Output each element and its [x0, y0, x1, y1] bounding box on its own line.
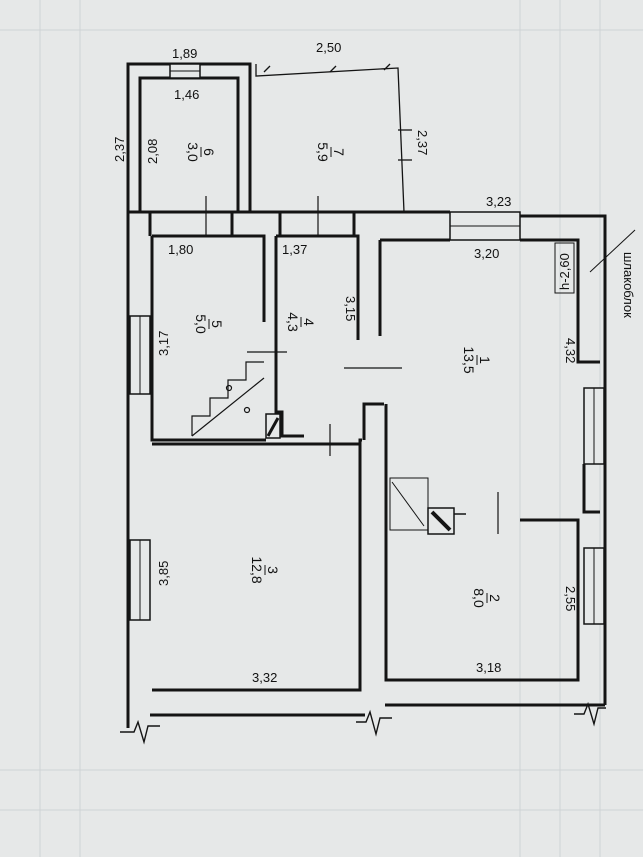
room-5-walls: [152, 234, 266, 322]
dim-3-85: 3,85: [156, 561, 171, 586]
room-label-3: 312,8: [249, 556, 281, 583]
side-note: шлакоблок: [621, 252, 636, 318]
room-label-5: 55,0: [193, 314, 225, 334]
dim-2-55: 2,55: [563, 586, 578, 611]
room-5-bottom: [150, 236, 266, 442]
room-label-6: 63,0: [185, 142, 217, 162]
room-area: 12,8: [249, 556, 265, 583]
dim-1-89: 1,89: [172, 46, 197, 61]
dim-1-37: 1,37: [282, 242, 307, 257]
dim-2-08: 2,08: [145, 139, 160, 164]
dim-2-37-left: 2,37: [112, 137, 127, 162]
dim-3-23: 3,23: [486, 194, 511, 209]
room-area: 5,0: [193, 314, 209, 334]
room-number: 2: [487, 594, 503, 602]
dim-1-46: 1,46: [174, 87, 199, 102]
room-1-left-lower: [362, 402, 384, 440]
dim-3-20: 3,20: [474, 246, 499, 261]
dim-3-17: 3,17: [156, 331, 171, 356]
room-number: 5: [209, 320, 225, 328]
room-area: 13,5: [461, 346, 477, 373]
walls: [126, 62, 607, 728]
stove-large: [389, 477, 429, 531]
stoves: [265, 413, 466, 535]
dim-3-18: 3,18: [476, 660, 501, 675]
room-label-7: 75,9: [315, 142, 347, 162]
dim-1-80: 1,80: [168, 242, 193, 257]
terrace-boundary: [255, 63, 412, 213]
room-label-4: 44,3: [285, 312, 317, 332]
dim-2-50: 2,50: [316, 40, 341, 55]
room-labels: 113,5 28,0 312,8 44,3 55,0 63,0 75,9: [185, 142, 503, 608]
room-1-bottom: [384, 404, 580, 682]
dim-4-32: 4,32: [563, 338, 578, 363]
room-number: 3: [265, 566, 281, 574]
room-4-walls: [276, 234, 360, 340]
door-marks: [205, 196, 499, 534]
outer-wall-top-right: [520, 214, 607, 705]
room-1-top-right: [520, 238, 600, 364]
room-number: 7: [331, 148, 347, 156]
height-note-box: [554, 242, 575, 294]
room-area: 4,3: [285, 312, 301, 332]
dim-3-15: 3,15: [343, 296, 358, 321]
room-1-right-lower: [582, 464, 600, 514]
stairs: [191, 361, 265, 437]
room-area: 3,0: [185, 142, 201, 162]
dim-2-37-mid: 2,37: [415, 130, 430, 155]
room-label-2: 28,0: [471, 588, 503, 608]
room-number: 4: [301, 318, 317, 326]
height-note: h-2,60: [557, 253, 572, 290]
room-area: 5,9: [315, 142, 331, 162]
window-glass-lines: [139, 70, 595, 624]
side-note-leader: [589, 229, 636, 273]
dim-3-32: 3,32: [252, 670, 277, 685]
break-marks: [120, 701, 606, 745]
outer-wall-bottom-inner: [152, 438, 362, 692]
room-number: 1: [477, 356, 493, 364]
room-label-1: 113,5: [461, 346, 493, 373]
room-number: 6: [201, 148, 217, 156]
room-area: 8,0: [471, 588, 487, 608]
room-4-bottom: [274, 236, 304, 438]
